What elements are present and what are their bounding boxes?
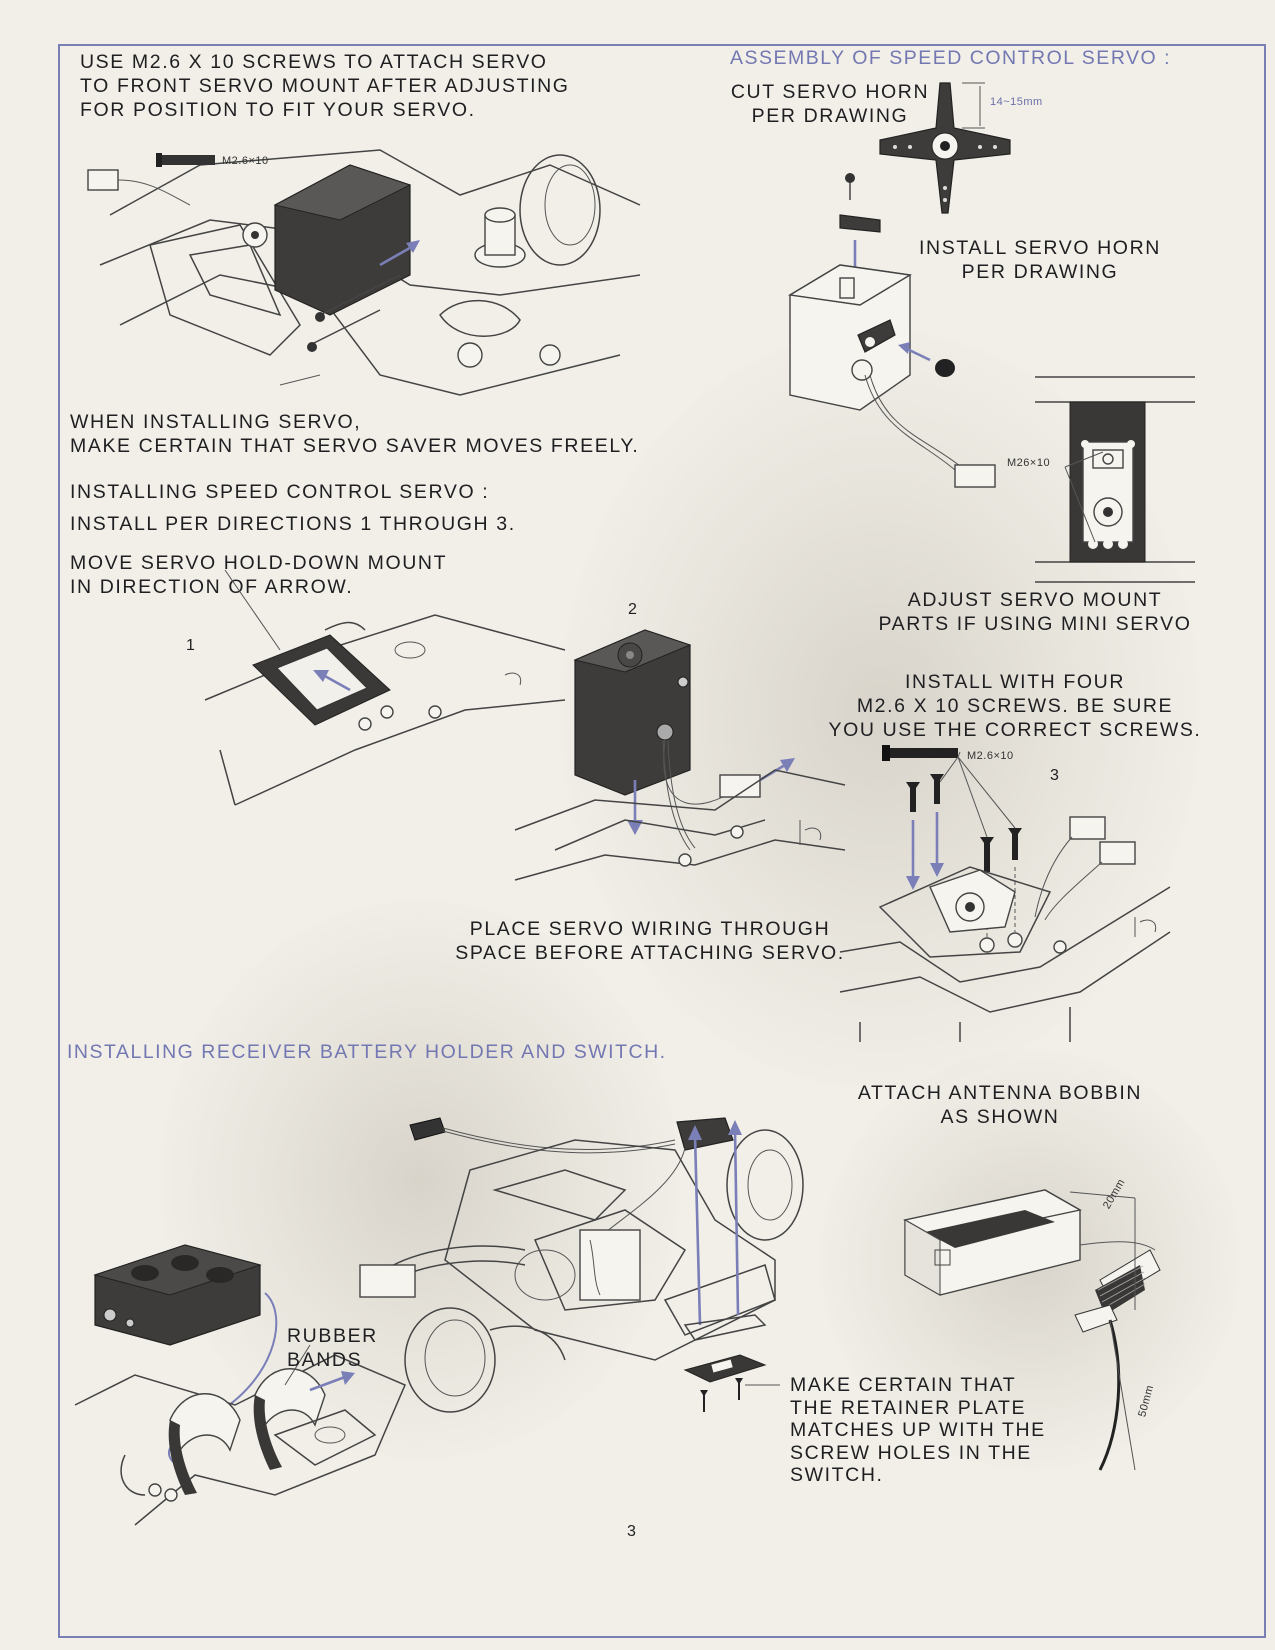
battery-holder-illustration [74,1244,406,1526]
servo-wiring-note: PLACE SERVO WIRING THROUGH SPACE BEFORE … [455,918,845,964]
step2-servo-placement-illustration [514,629,846,881]
step3-screw-label: M2.6×10 [967,750,1014,762]
step3-number: 3 [1050,767,1059,784]
step3-instruction: INSTALL WITH FOUR M2.6 X 10 SCREWS. BE S… [828,671,1202,741]
antenna-bobbin-illustration [903,1189,1161,1471]
speed-control-servo-illustration [787,173,996,488]
front-screw-label: M2.6×10 [222,155,269,167]
front-servo-instruction: USE M2.6 X 10 SCREWS TO ATTACH SERVO TO … [80,51,570,121]
servo-saver-caution: WHEN INSTALLING SERVO, MAKE CERTAIN THAT… [70,411,640,457]
page-border [58,44,1266,1638]
cut-servo-horn-text: CUT SERVO HORN PER DRAWING [730,81,930,127]
mount-screw-label: M26×10 [1007,457,1051,469]
install-directions-text: INSTALL PER DIRECTIONS 1 THROUGH 3. [70,513,516,535]
installing-speed-control-heading: INSTALLING SPEED CONTROL SERVO : [70,481,490,503]
step1-holddown-mount-illustration [204,569,566,806]
mini-servo-mount-illustration [1035,376,1195,583]
step1-instruction: MOVE SERVO HOLD-DOWN MOUNT IN DIRECTION … [70,552,448,598]
step3-screw-installation-illustration [839,745,1171,1042]
battery-holder-heading: INSTALLING RECEIVER BATTERY HOLDER AND S… [67,1041,667,1063]
front-servo-mount-illustration [87,149,641,396]
retainer-plate-text: MAKE CERTAIN THAT THE RETAINER PLATE MAT… [790,1374,1046,1486]
retainer-plate-illustration [683,1354,780,1412]
step1-number: 1 [186,637,195,654]
install-servo-horn-text: INSTALL SERVO HORN PER DRAWING [919,237,1161,283]
antenna-bobbin-text: ATTACH ANTENNA BOBBIN AS SHOWN [857,1082,1143,1128]
step2-number: 2 [628,601,637,618]
speed-control-assembly-heading: ASSEMBLY OF SPEED CONTROL SERVO : [730,47,1172,69]
adjust-servo-mount-text: ADJUST SERVO MOUNT PARTS IF USING MINI S… [878,589,1192,635]
page-number: 3 [627,1523,636,1540]
receiver-switch-chassis-illustration [359,1117,804,1413]
servo-horn-drawing [879,82,1011,214]
rubber-bands-label: RUBBER BANDS [287,1325,378,1371]
horn-dimension-label: 14~15mm [990,96,1043,108]
